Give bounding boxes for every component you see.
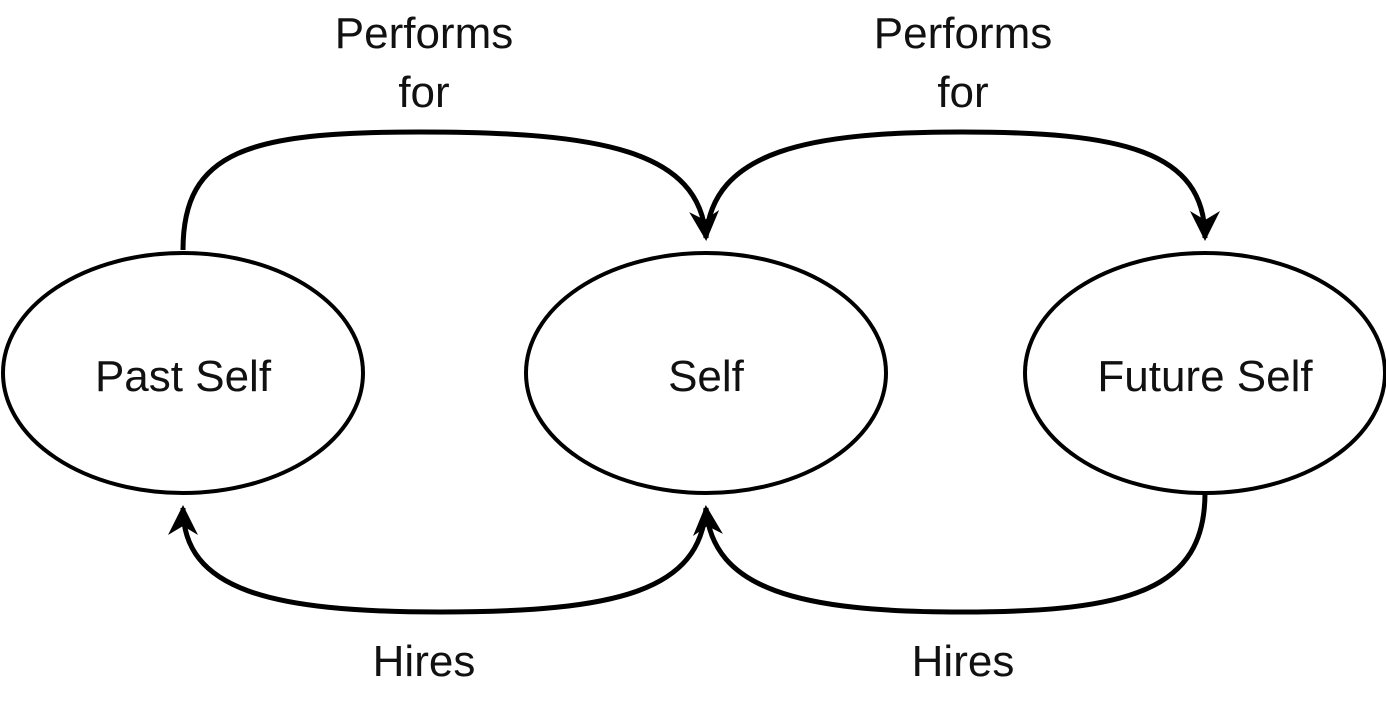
edge-label-hires-left: Hires [373,637,476,686]
edge-future-to-self-hires [693,492,1208,615]
edge-label-performs-right-line2: for [937,68,988,117]
node-future-self-label: Future Self [1097,352,1313,401]
node-past-self-label: Past Self [95,352,272,401]
edge-label-performs-left-line2: for [398,68,449,117]
node-past-self: Past Self [1,251,365,495]
edge-label-performs-right-line1: Performs [874,9,1052,58]
edge-self-to-future-performs [703,129,1220,241]
edge-label-hires-right: Hires [912,637,1015,686]
node-self: Self [524,251,888,495]
edge-label-performs-left-line1: Performs [335,9,513,58]
edge-self-to-past-hires [168,505,709,615]
node-future-self: Future Self [1023,251,1386,495]
edge-past-to-self-performs [180,129,720,251]
node-self-label: Self [668,352,745,401]
